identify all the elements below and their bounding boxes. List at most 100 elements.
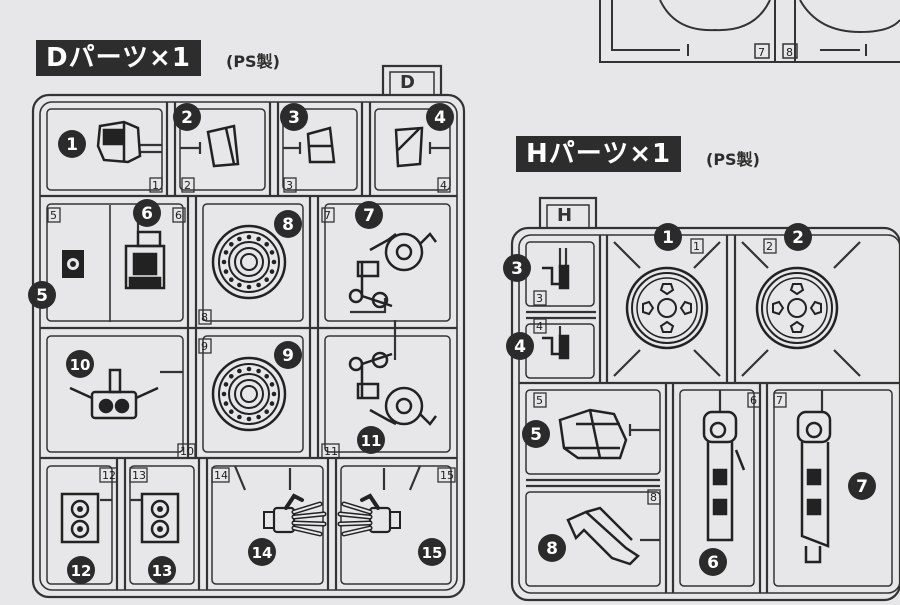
d-runner: [31, 64, 466, 599]
d-callout-badge-9: [274, 341, 302, 369]
d-part-1: [96, 120, 142, 164]
d-callout-badge-3: [280, 103, 308, 131]
d-callout-10: 10: [70, 356, 91, 374]
h-callout-badge-6: [699, 548, 727, 576]
top-cell-number-8: 8: [786, 46, 793, 59]
h-cell-box-4: [533, 318, 547, 334]
d-callout-5: 5: [36, 286, 48, 306]
d-callout-badge-15: [418, 538, 446, 566]
d-cell-box-13: [129, 467, 148, 483]
d-callout-4: 4: [434, 108, 446, 128]
d-callout-badge-7: [355, 201, 383, 229]
d-callout-8: 8: [282, 215, 294, 235]
h-cell-box-6: [747, 392, 761, 408]
h-callout-7: 7: [856, 477, 868, 497]
h-cell-box-3: [533, 290, 547, 306]
d-cell-box-1: [149, 177, 163, 193]
d-callout-13: 13: [152, 562, 173, 580]
top-runner: [599, 0, 900, 63]
d-part-10: [69, 368, 159, 420]
h-cell-box-2: [763, 238, 777, 254]
h-callout-badge-4: [506, 332, 534, 360]
h-cell-box-7: [773, 392, 787, 408]
h-cell-number-5: 5: [536, 394, 543, 407]
d-cell-box-9: [198, 338, 212, 354]
d-cell-box-12: [99, 467, 118, 483]
h-callout-2: 2: [792, 228, 804, 248]
d-cell-number-12: 12: [102, 469, 116, 482]
d-callout-badge-14: [248, 538, 276, 566]
h-callout-8: 8: [546, 539, 558, 559]
d-part-8: [211, 224, 287, 300]
d-part-12: [60, 492, 100, 544]
d-callout-12: 12: [71, 562, 92, 580]
d-callout-badge-10: [66, 350, 94, 378]
h-part-1: [625, 266, 709, 350]
h-cell-box-1: [690, 238, 704, 254]
top-runner-labels: 7 8: [754, 43, 798, 59]
d-cell-box-8: [198, 309, 212, 325]
d-cell-box-3: [283, 177, 297, 193]
d-part-9: [211, 356, 287, 432]
h-callout-badge-2: [784, 223, 812, 251]
d-callout-badge-8: [274, 210, 302, 238]
d-part-11: [348, 351, 437, 426]
h-cell-box-5: [533, 392, 547, 408]
d-cell-number-10: 10: [180, 445, 194, 458]
d-cell-box-15: [437, 467, 456, 483]
h-parts-title: Hパーツ×1: [516, 136, 682, 172]
d-parts-title: Dパーツ×1: [36, 40, 201, 76]
d-parts-material: (PS製): [226, 52, 280, 71]
d-callout-3: 3: [288, 108, 300, 128]
d-callout-14: 14: [252, 544, 273, 562]
d-cell-number-9: 9: [201, 340, 208, 353]
h-cell-number-8: 8: [650, 491, 657, 504]
h-part-4: [542, 334, 570, 360]
h-cell-number-1: 1: [693, 240, 700, 253]
d-part-4: [394, 126, 424, 168]
d-cell-box-11: [321, 443, 340, 459]
d-cell-number-1: 1: [152, 179, 159, 192]
h-callout-6: 6: [707, 553, 719, 573]
d-runner-tag: D: [400, 72, 415, 93]
d-cell-number-3: 3: [286, 179, 293, 192]
h-cell-number-3: 3: [536, 292, 543, 305]
d-cell-number-11: 11: [324, 445, 338, 458]
d-cell-number-2: 2: [184, 179, 191, 192]
d-part-6: [124, 230, 166, 290]
d-cell-box-5: [47, 207, 61, 223]
h-callouts: 1 2 3 4 5 6 7 8: [503, 223, 876, 576]
d-callout-badge-13: [148, 556, 176, 584]
d-callout-badge-11: [357, 426, 385, 454]
d-callout-badge-2: [173, 103, 201, 131]
d-callout-badge-6: [133, 199, 161, 227]
h-part-3: [542, 264, 570, 290]
h-callout-3: 3: [511, 259, 523, 279]
d-cell-number-6: 6: [175, 209, 182, 222]
h-cell-number-7: 7: [776, 394, 783, 407]
h-callout-5: 5: [530, 425, 542, 445]
d-callout-badge-4: [426, 103, 454, 131]
d-callout-15: 15: [422, 544, 443, 562]
d-cell-number-8: 8: [201, 311, 208, 324]
top-cell-number-7: 7: [758, 46, 765, 59]
h-callout-badge-1: [654, 223, 682, 251]
d-cell-box-14: [211, 467, 230, 483]
d-cell-number-7: 7: [324, 209, 331, 222]
d-part-3: [306, 126, 336, 164]
d-cell-number-15: 15: [440, 469, 454, 482]
d-callout-11: 11: [361, 432, 382, 450]
h-callout-4: 4: [514, 337, 526, 357]
d-callout-badge-1: [58, 130, 86, 158]
d-callout-1: 1: [66, 135, 78, 155]
h-cell-number-6: 6: [750, 394, 757, 407]
h-parts-material: (PS製): [706, 150, 760, 169]
d-cell-number-5: 5: [50, 209, 57, 222]
d-cell-number-13: 13: [132, 469, 146, 482]
d-cell-box-2: [181, 177, 195, 193]
